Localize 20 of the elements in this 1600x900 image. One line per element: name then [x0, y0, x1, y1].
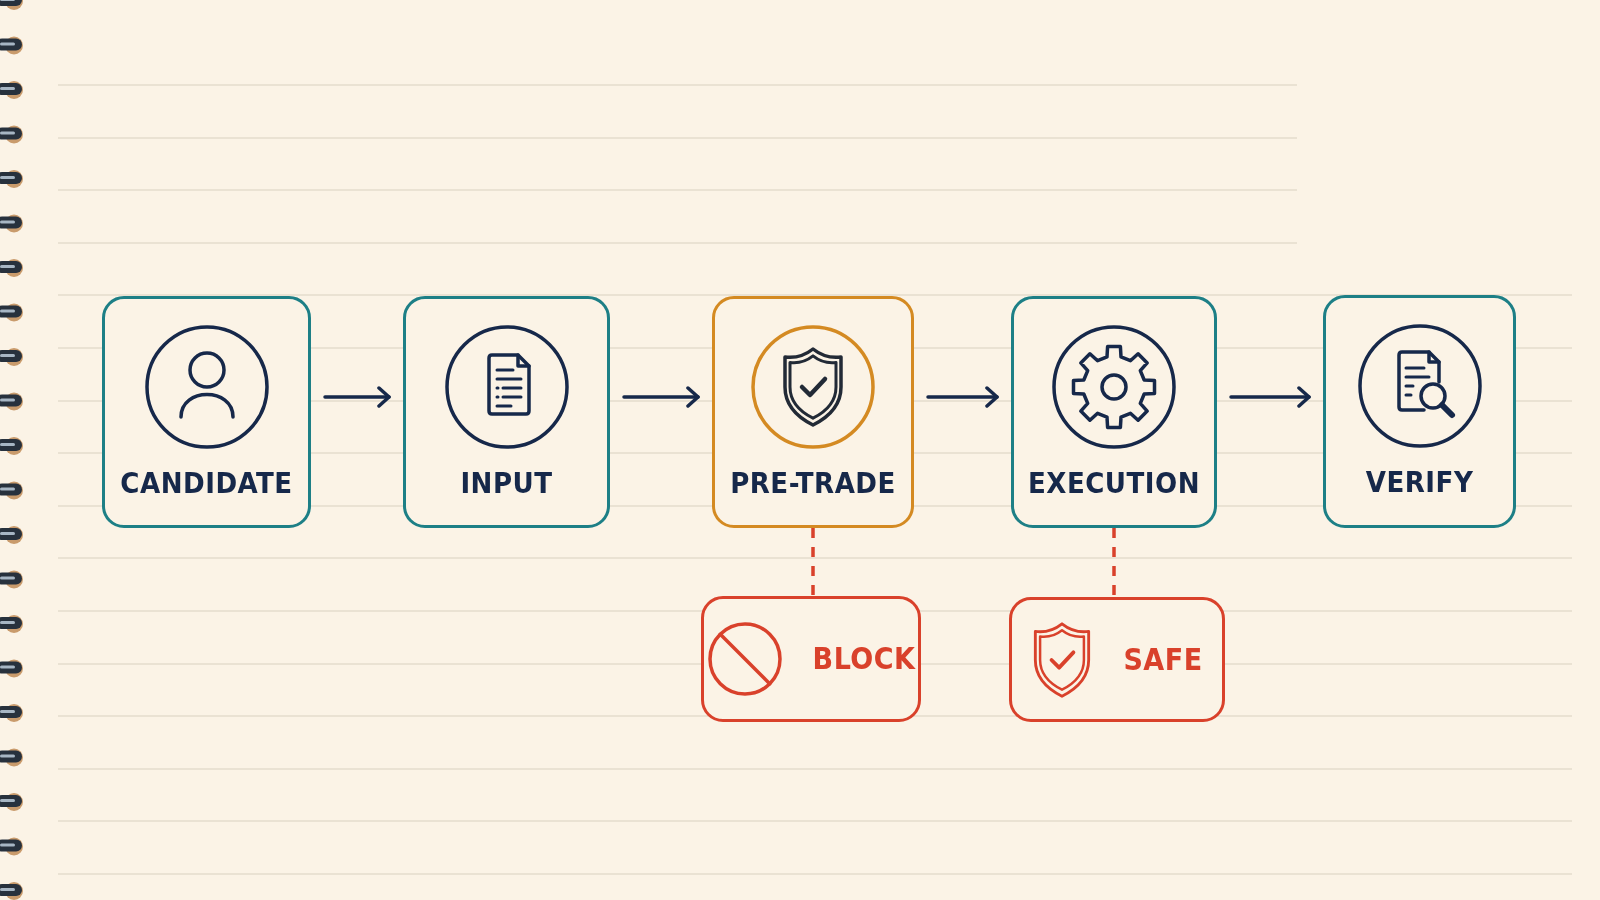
- outcome-box: [701, 596, 921, 722]
- step-label: SAFE: [1123, 641, 1203, 678]
- process-box: [403, 296, 610, 528]
- process-box: [712, 296, 914, 528]
- process-box: [1323, 295, 1516, 528]
- step-label: BLOCK: [812, 641, 916, 677]
- step-label: VERIFY: [1365, 464, 1474, 500]
- arrow: [622, 386, 700, 408]
- dashed-connector: [811, 528, 815, 596]
- step-label: INPUT: [460, 465, 553, 501]
- step-label: PRE-TRADE: [730, 465, 896, 501]
- dashed-connector: [1112, 528, 1116, 597]
- step-label: CANDIDATE: [120, 465, 293, 501]
- step-label: EXECUTION: [1027, 465, 1201, 501]
- process-box: [1011, 296, 1217, 528]
- process-box: [102, 296, 311, 528]
- arrow: [926, 386, 999, 408]
- outcome-box: [1009, 597, 1225, 722]
- arrow: [323, 386, 391, 408]
- arrow: [1229, 386, 1311, 408]
